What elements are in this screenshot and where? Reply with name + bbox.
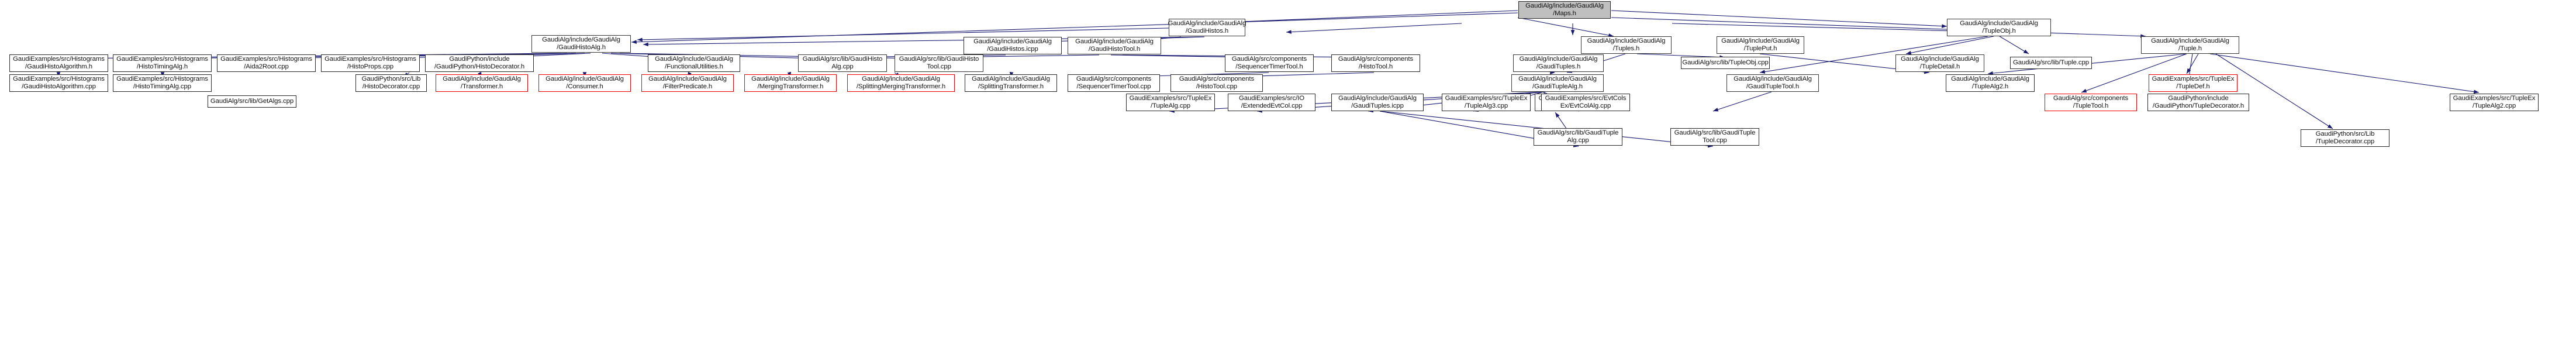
graph-node-gauditupleshdr[interactable]: GaudiAlg/include/GaudiAlg /GaudiTuples.h bbox=[1513, 54, 1604, 72]
graph-node-histotool_cpp_top[interactable]: GaudiAlg/src/lib/GaudiHisto Tool.cpp bbox=[895, 54, 983, 72]
graph-node-histotool_cpp[interactable]: GaudiAlg/src/components /HistoTool.cpp bbox=[1170, 74, 1263, 92]
graph-node-ex_histoalg_cpp[interactable]: GaudiExamples/src/Histograms /GaudiHisto… bbox=[9, 74, 108, 92]
graph-node-ex_evtcolalg_cpp[interactable]: GaudiExamples/src/EvtCols Ex/EvtColAlg.c… bbox=[1541, 94, 1630, 111]
graph-node-gaudihistos_icpp[interactable]: GaudiAlg/include/GaudiAlg /GaudiHistos.i… bbox=[964, 37, 1062, 54]
graph-node-seqtimer_h[interactable]: GaudiAlg/src/components /SequencerTimerT… bbox=[1225, 54, 1314, 72]
graph-node-gauditupletool_h[interactable]: GaudiAlg/include/GaudiAlg /GaudiTupleToo… bbox=[1726, 74, 1819, 92]
graph-node-tuples_h[interactable]: GaudiAlg/include/GaudiAlg /Tuples.h bbox=[1581, 36, 1672, 54]
graph-node-gaudituptool_cpp[interactable]: GaudiAlg/src/lib/GaudiTuple Tool.cpp bbox=[1670, 128, 1759, 146]
graph-node-tuple_h[interactable]: GaudiAlg/include/GaudiAlg /Tuple.h bbox=[2141, 36, 2239, 54]
graph-node-tupledetail_h[interactable]: GaudiAlg/include/GaudiAlg /TupleDetail.h bbox=[1895, 54, 1984, 72]
graph-node-maps[interactable]: GaudiAlg/include/GaudiAlg /Maps.h bbox=[1518, 1, 1611, 19]
graph-node-gauditup_icpp[interactable]: GaudiAlg/include/GaudiAlg /GaudiTuples.i… bbox=[1331, 94, 1424, 111]
graph-node-py_histodec_h[interactable]: GaudiPython/include /GaudiPython/HistoDe… bbox=[425, 54, 534, 72]
graph-node-tuplealg2_h[interactable]: GaudiAlg/include/GaudiAlg /TupleAlg2.h bbox=[1946, 74, 2035, 92]
graph-node-getalg_cpp[interactable]: GaudiAlg/src/lib/GetAlgs.cpp bbox=[208, 95, 296, 108]
graph-node-ex_tuplealg3_cpp[interactable]: GaudiExamples/src/TupleEx /TupleAlg3.cpp bbox=[1442, 94, 1531, 111]
graph-node-mergingtrans_h[interactable]: GaudiAlg/include/GaudiAlg /MergingTransf… bbox=[744, 74, 837, 92]
graph-node-transformer_h[interactable]: GaudiAlg/include/GaudiAlg /Transformer.h bbox=[436, 74, 528, 92]
graph-node-ex_tupleex_h[interactable]: GaudiExamples/src/TupleEx /TupleDef.h bbox=[2149, 74, 2237, 92]
graph-node-ex_tuplealg_cpp[interactable]: GaudiExamples/src/TupleEx /TupleAlg.cpp bbox=[1126, 94, 1215, 111]
graph-node-seqtimer_cpp[interactable]: GaudiAlg/src/components /SequencerTimerT… bbox=[1068, 74, 1160, 92]
graph-node-tupleobj_h[interactable]: GaudiAlg/include/GaudiAlg /TupleObj.h bbox=[1947, 19, 2051, 36]
graph-node-ex_histotimingcpp[interactable]: GaudiExamples/src/Histograms /HistoTimin… bbox=[113, 74, 212, 92]
graph-node-gaudituplealg_h[interactable]: GaudiAlg/include/GaudiAlg /GaudiTupleAlg… bbox=[1511, 74, 1604, 92]
graph-node-ex_histoalg_h[interactable]: GaudiExamples/src/Histograms /GaudiHisto… bbox=[9, 54, 108, 72]
graph-node-py_tupledecorator[interactable]: GaudiPython/include /GaudiPython/TupleDe… bbox=[2147, 94, 2249, 111]
graph-node-histoalg_cpp_top[interactable]: GaudiAlg/src/lib/GaudiHisto Alg.cpp bbox=[798, 54, 887, 72]
graph-node-ex_extendedevtcol[interactable]: GaudiExamples/src/IO /ExtendedEvtCol.cpp bbox=[1228, 94, 1315, 111]
graph-node-gaudituplealg_cpp[interactable]: GaudiAlg/src/lib/GaudiTuple Alg.cpp bbox=[1534, 128, 1622, 146]
graph-node-splittrans_h[interactable]: GaudiAlg/include/GaudiAlg /SplittingTran… bbox=[965, 74, 1057, 92]
graph-node-gaudihistos_h[interactable]: GaudiAlg/include/GaudiAlg /GaudiHistos.h bbox=[1168, 19, 1246, 36]
graph-node-tupleput_h[interactable]: GaudiAlg/include/GaudiAlg /TuplePut.h bbox=[1717, 36, 1804, 54]
graph-node-components_tupletool_h[interactable]: GaudiAlg/src/components /TupleTool.h bbox=[2045, 94, 2137, 111]
graph-node-splitmerge_h[interactable]: GaudiAlg/include/GaudiAlg /SplittingMerg… bbox=[847, 74, 955, 92]
graph-node-gaudihistotool_h[interactable]: GaudiAlg/include/GaudiAlg /GaudiHistoToo… bbox=[1068, 37, 1161, 54]
graph-node-tuple_cpp[interactable]: GaudiAlg/src/lib/Tuple.cpp bbox=[2010, 57, 2092, 69]
graph-node-funcutils_h[interactable]: GaudiAlg/include/GaudiAlg /FunctionalUti… bbox=[648, 54, 740, 72]
graph-node-filterpredicate_h[interactable]: GaudiAlg/include/GaudiAlg /FilterPredica… bbox=[641, 74, 734, 92]
graph-node-ex_tuplealg2_cpp[interactable]: GaudiExamples/src/TupleEx /TupleAlg2.cpp bbox=[2450, 94, 2539, 111]
graph-node-gaudihistoalg_h[interactable]: GaudiAlg/include/GaudiAlg /GaudiHistoAlg… bbox=[531, 35, 631, 53]
graph-node-tupleobj_cpp[interactable]: GaudiAlg/src/lib/TupleObj.cpp bbox=[1681, 57, 1770, 69]
graph-node-ex_aida2root[interactable]: GaudiExamples/src/Histograms /Aida2Root.… bbox=[217, 54, 316, 72]
graph-node-ex_histotiming_h[interactable]: GaudiExamples/src/Histograms /HistoTimin… bbox=[113, 54, 212, 72]
graph-node-py_histodec_cpp[interactable]: GaudiPython/src/Lib /HistoDecorator.cpp bbox=[355, 74, 427, 92]
graph-node-histotool_h[interactable]: GaudiAlg/src/components /HistoTool.h bbox=[1331, 54, 1420, 72]
graph-node-consumer_h[interactable]: GaudiAlg/include/GaudiAlg /Consumer.h bbox=[538, 74, 631, 92]
graph-node-ex_histoprops[interactable]: GaudiExamples/src/Histograms /HistoProps… bbox=[321, 54, 420, 72]
graph-node-py_tupledec_cpp[interactable]: GaudiPython/src/Lib /TupleDecorator.cpp bbox=[2301, 129, 2389, 147]
